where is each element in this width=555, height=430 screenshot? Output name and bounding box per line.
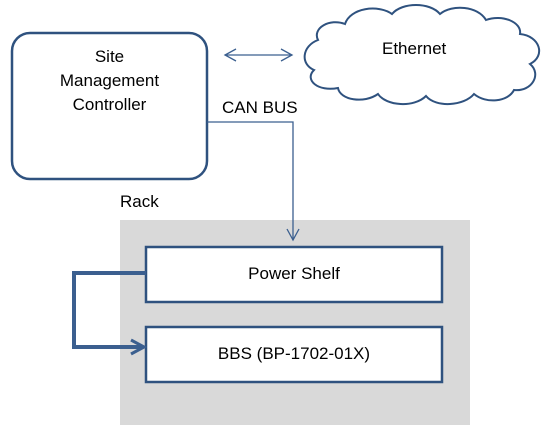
ethernet-label: Ethernet (382, 39, 447, 58)
rack-label: Rack (120, 192, 159, 211)
site-management-controller-box (10, 31, 209, 181)
smc-label-line-3: Controller (72, 95, 147, 114)
site-management-controller-label: Site Management Controller (12, 45, 207, 117)
can-bus-line (207, 121, 300, 242)
smc-label-line-1: Site (94, 47, 125, 66)
bbs-label: BBS (BP-1702-01X) (217, 344, 371, 363)
smc-label-line-2: Management (59, 71, 160, 90)
shelf-to-bbs-connector (72, 271, 146, 347)
ethernet-cloud (303, 4, 541, 105)
power-shelf-label: Power Shelf (248, 264, 340, 283)
can-bus-label: CAN BUS (222, 98, 298, 117)
